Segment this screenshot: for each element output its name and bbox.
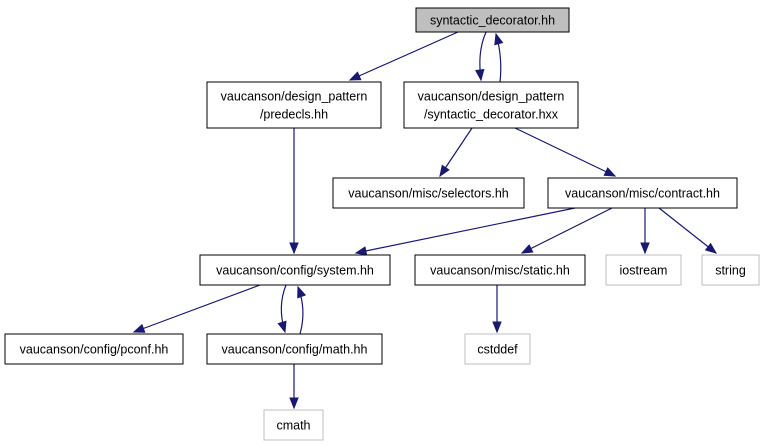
node-box[interactable] xyxy=(547,177,738,209)
node-label: cstddef xyxy=(477,343,518,357)
arrowhead-icon xyxy=(348,71,362,81)
node-label: vaucanson/misc/static.hh xyxy=(430,264,570,278)
node-n5[interactable]: vaucanson/config/system.hh xyxy=(199,254,391,286)
edge-line xyxy=(514,127,616,177)
node-label: vaucanson/design_pattern xyxy=(221,90,368,104)
node-box[interactable] xyxy=(332,177,525,209)
arrowhead-icon xyxy=(289,242,299,255)
arrowhead-icon xyxy=(132,323,146,333)
arrowhead-icon xyxy=(289,397,299,410)
edge-n4-to-n8 xyxy=(658,207,718,254)
node-n11[interactable]: cstddef xyxy=(464,333,531,365)
node-box[interactable] xyxy=(206,81,382,129)
edge-n4-to-n6 xyxy=(520,207,613,254)
edge-line xyxy=(133,284,261,333)
arrowhead-icon xyxy=(520,244,534,254)
node-n12[interactable]: cmath xyxy=(263,409,324,441)
node-box[interactable] xyxy=(206,333,383,365)
node-box[interactable] xyxy=(701,254,760,286)
edge-n10-to-n12 xyxy=(289,364,299,410)
node-n4[interactable]: vaucanson/misc/contract.hh xyxy=(547,177,738,209)
node-n3[interactable]: vaucanson/misc/selectors.hh xyxy=(332,177,525,209)
edge-n4-to-n7 xyxy=(640,208,650,255)
edge-n2-to-n4 xyxy=(514,127,617,177)
edge-line xyxy=(521,207,613,254)
node-n8[interactable]: string xyxy=(701,254,760,286)
edge-n1-to-n5 xyxy=(289,128,299,255)
node-box[interactable] xyxy=(4,333,184,365)
node-label: vaucanson/config/pconf.hh xyxy=(20,343,169,357)
arrowhead-icon xyxy=(277,320,287,334)
edge-n6-to-n11 xyxy=(492,285,502,334)
edge-n4-to-n5 xyxy=(354,207,576,256)
node-n1[interactable]: vaucanson/design_pattern/predecls.hh xyxy=(206,81,382,129)
edges-layer xyxy=(132,31,718,410)
node-label: cmath xyxy=(276,419,310,433)
node-n2[interactable]: vaucanson/design_pattern/syntactic_decor… xyxy=(403,81,579,129)
arrowhead-icon xyxy=(439,164,450,178)
edge-line xyxy=(355,207,576,254)
node-box[interactable] xyxy=(414,254,586,286)
arrowhead-icon xyxy=(354,246,368,256)
edge-line xyxy=(349,31,459,81)
node-box[interactable] xyxy=(464,333,531,365)
edge-n10-to-n5 xyxy=(297,285,307,335)
edge-n2-to-n0 xyxy=(494,32,504,83)
node-box[interactable] xyxy=(415,7,570,33)
node-box[interactable] xyxy=(199,254,391,286)
node-label: /predecls.hh xyxy=(260,108,328,122)
edge-n5-to-n9 xyxy=(132,284,261,333)
edge-n2-to-n3 xyxy=(439,127,473,178)
node-label: syntactic_decorator.hh xyxy=(430,14,555,28)
edge-n0-to-n2 xyxy=(475,31,487,82)
node-n9[interactable]: vaucanson/config/pconf.hh xyxy=(4,333,184,365)
arrowhead-icon xyxy=(704,242,718,254)
node-box[interactable] xyxy=(605,254,682,286)
node-box[interactable] xyxy=(403,81,579,129)
node-n0[interactable]: syntactic_decorator.hh xyxy=(415,7,570,33)
node-label: vaucanson/config/math.hh xyxy=(222,343,368,357)
node-label: vaucanson/misc/selectors.hh xyxy=(348,187,509,201)
node-label: vaucanson/config/system.hh xyxy=(216,264,374,278)
node-n10[interactable]: vaucanson/config/math.hh xyxy=(206,333,383,365)
arrowhead-icon xyxy=(494,32,504,46)
node-label: string xyxy=(715,264,746,278)
node-n7[interactable]: iostream xyxy=(605,254,682,286)
edge-line xyxy=(658,207,717,254)
node-label: vaucanson/design_pattern xyxy=(418,90,565,104)
arrowhead-icon xyxy=(492,321,502,334)
node-label: iostream xyxy=(620,264,668,278)
node-label: /syntactic_decorator.hxx xyxy=(424,108,559,122)
arrowhead-icon xyxy=(297,285,307,299)
node-label: vaucanson/misc/contract.hh xyxy=(565,187,720,201)
node-box[interactable] xyxy=(263,409,324,441)
arrowhead-icon xyxy=(640,242,650,255)
node-n6[interactable]: vaucanson/misc/static.hh xyxy=(414,254,586,286)
edge-n0-to-n1 xyxy=(348,31,459,81)
arrowhead-icon xyxy=(603,167,617,177)
nodes-layer: syntactic_decorator.hh vaucanson/design_p… xyxy=(4,7,760,441)
edge-n5-to-n10 xyxy=(277,284,287,334)
arrowhead-icon xyxy=(475,69,485,82)
